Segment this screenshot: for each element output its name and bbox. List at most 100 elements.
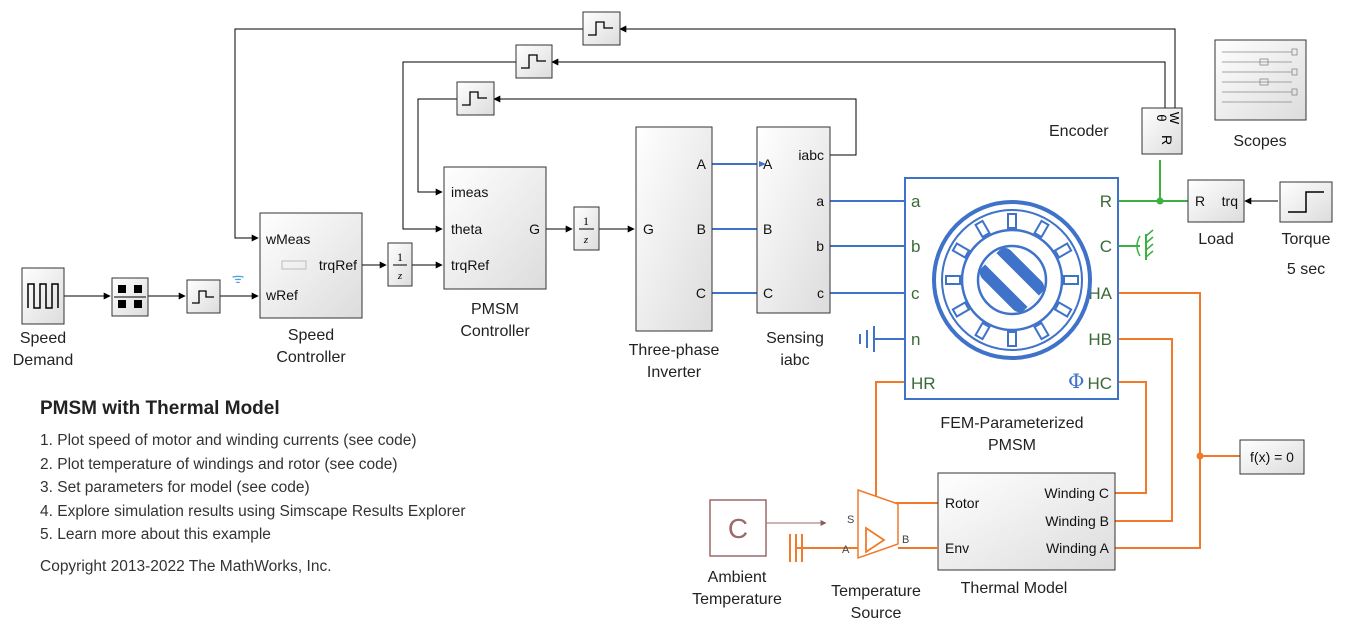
link-set-parameters[interactable]: 3. Set parameters for model (see code) bbox=[40, 479, 310, 496]
port-trqref-out: trqRef bbox=[319, 257, 357, 273]
stator-slot bbox=[1007, 331, 1017, 347]
port-inv-b: B bbox=[697, 221, 706, 237]
stator-slot bbox=[1063, 275, 1079, 285]
zoh-block-speed[interactable] bbox=[186, 279, 221, 314]
port-sens-c-in: C bbox=[763, 285, 773, 301]
encoder-block[interactable]: W θ R bbox=[1141, 107, 1183, 155]
link-learn-more[interactable]: 5. Learn more about this example bbox=[40, 526, 271, 543]
speed-controller-block[interactable]: wMeas wRef trqRef bbox=[259, 212, 363, 319]
port-load-r: R bbox=[1195, 193, 1205, 209]
wire-iabc-feedback[interactable] bbox=[493, 95, 857, 156]
port-trqref-in: trqRef bbox=[451, 257, 489, 273]
thermal-model-block[interactable]: Rotor Env Winding C Winding B Winding A bbox=[937, 472, 1116, 571]
copyright-text: Copyright 2013-2022 The MathWorks, Inc. bbox=[40, 558, 332, 575]
wire-ha-winding-a[interactable] bbox=[1115, 292, 1201, 549]
sensing-block[interactable]: A B C iabc a b c bbox=[756, 126, 831, 314]
zoh-block-wmeas[interactable] bbox=[582, 11, 621, 46]
unit-delay-gate[interactable]: 1 z bbox=[573, 206, 600, 251]
port-motor-case: C bbox=[1100, 237, 1112, 256]
wire-encoder-w-feedback[interactable] bbox=[619, 25, 1176, 108]
stator-slot bbox=[945, 275, 961, 285]
wire-encoder-theta-feedback[interactable] bbox=[551, 58, 1166, 108]
svg-text:1: 1 bbox=[583, 214, 589, 228]
electrical-ground-icon bbox=[859, 326, 875, 352]
zoh-block-theta[interactable] bbox=[515, 44, 553, 79]
motor-icon bbox=[932, 200, 1092, 360]
junction-solver bbox=[1196, 452, 1204, 460]
port-sens-b-in: B bbox=[763, 221, 772, 237]
port-motor-b: b bbox=[911, 237, 920, 256]
thermal-model-label: Thermal Model bbox=[961, 580, 1068, 597]
port-inv-g: G bbox=[643, 221, 654, 237]
stator-slot bbox=[1053, 301, 1073, 318]
torque-label: Torque bbox=[1282, 231, 1331, 248]
port-imeas: imeas bbox=[451, 184, 488, 200]
stator-slot bbox=[1033, 321, 1050, 341]
svg-text:z: z bbox=[397, 270, 403, 282]
unit-delay-torque[interactable]: 1 z bbox=[387, 242, 413, 287]
pmsm-controller-block[interactable]: imeas theta trqRef G bbox=[443, 166, 547, 290]
stator-slot bbox=[974, 321, 991, 341]
port-th-wc: Winding C bbox=[1044, 485, 1109, 501]
mechanical-reference-icon bbox=[1136, 229, 1154, 260]
svg-text:1: 1 bbox=[397, 250, 403, 264]
stator-slot bbox=[951, 242, 971, 259]
model-title: PMSM with Thermal Model bbox=[40, 398, 280, 419]
wire-hc-winding-c[interactable] bbox=[1115, 381, 1147, 494]
link-plot-temperature[interactable]: 2. Plot temperature of windings and roto… bbox=[40, 455, 398, 473]
port-sens-a-in: A bbox=[763, 156, 773, 172]
zoh-block-imeas[interactable] bbox=[456, 81, 495, 116]
inverter-block[interactable]: G A B C bbox=[635, 126, 713, 332]
svg-text:W: W bbox=[1167, 112, 1182, 125]
wire-hb-winding-b[interactable] bbox=[1115, 338, 1173, 522]
stator-slot bbox=[951, 301, 971, 318]
encoder-label: Encoder bbox=[1049, 123, 1109, 140]
temperature-source-block[interactable]: S A B bbox=[842, 488, 909, 560]
port-src-a: A bbox=[842, 544, 850, 556]
port-th-wa: Winding A bbox=[1046, 540, 1110, 556]
rate-transition-block[interactable] bbox=[111, 277, 149, 317]
port-sens-iabc: iabc bbox=[798, 147, 824, 163]
port-wmeas: wMeas bbox=[265, 231, 310, 247]
port-sens-a: a bbox=[816, 193, 824, 209]
stator-slot bbox=[1053, 242, 1073, 259]
solver-label: f(x) = 0 bbox=[1250, 449, 1294, 465]
port-th-env: Env bbox=[945, 540, 969, 556]
ambient-temp-block[interactable]: C bbox=[709, 499, 767, 557]
port-motor-r: R bbox=[1100, 192, 1112, 211]
port-g-out: G bbox=[529, 221, 540, 237]
wire-imeas-feedback[interactable] bbox=[417, 98, 457, 196]
link-plot-speed[interactable]: 1. Plot speed of motor and winding curre… bbox=[40, 432, 417, 449]
port-th-rotor: Rotor bbox=[945, 495, 980, 511]
speed-demand-block[interactable] bbox=[21, 267, 65, 325]
load-block[interactable]: R trq bbox=[1187, 179, 1245, 223]
thermal-reference-icon bbox=[789, 534, 803, 562]
wire-hr-rotor[interactable] bbox=[875, 381, 938, 504]
torque-block[interactable] bbox=[1279, 181, 1333, 223]
port-motor-n: n bbox=[911, 330, 920, 349]
annotation-panel: PMSM with Thermal Model 1. Plot speed of… bbox=[40, 398, 680, 576]
torque-time-label: 5 sec bbox=[1287, 261, 1325, 278]
stator-slot bbox=[974, 219, 991, 239]
ambient-glyph: C bbox=[728, 513, 748, 544]
port-theta: theta bbox=[451, 221, 482, 237]
link-results-explorer[interactable]: 4. Explore simulation results using Sims… bbox=[40, 502, 466, 520]
port-motor-c: c bbox=[911, 284, 920, 303]
port-src-b: B bbox=[902, 534, 909, 546]
wire-wmeas-feedback[interactable] bbox=[234, 28, 583, 242]
scopes-block[interactable] bbox=[1214, 39, 1307, 121]
solver-config-block[interactable]: f(x) = 0 bbox=[1239, 439, 1305, 475]
flux-phi-icon: Φ bbox=[1068, 369, 1084, 393]
port-motor-hr: HR bbox=[911, 374, 936, 393]
svg-text:θ: θ bbox=[1154, 114, 1169, 121]
stator-slot bbox=[1007, 213, 1017, 229]
wireless-icon: ᯤ bbox=[232, 271, 245, 287]
wire-theta-feedback[interactable] bbox=[402, 61, 516, 233]
